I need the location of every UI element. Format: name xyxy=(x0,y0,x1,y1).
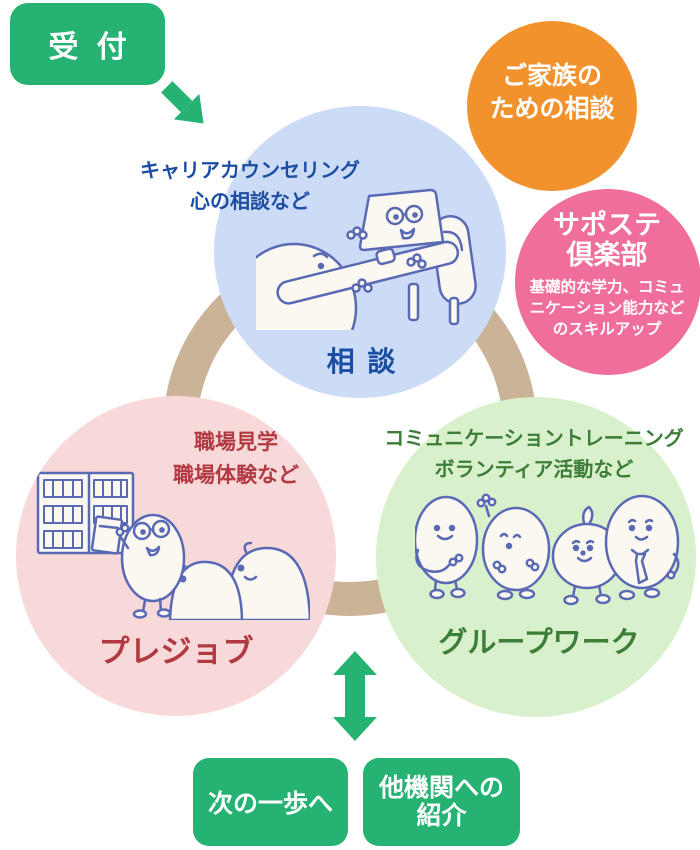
prejob-note-line1: 職場見学 xyxy=(194,431,278,454)
consultation-title: 相 談 xyxy=(326,346,396,377)
saposute-desc-line1: 基礎的な学力、コミュ xyxy=(529,279,685,296)
group-character-4 xyxy=(606,496,678,599)
reception-label: 受 付 xyxy=(48,31,127,64)
saposute-title-line2: 倶楽部 xyxy=(566,240,648,270)
counselor-character xyxy=(348,190,444,250)
family-label-line2: ための相談 xyxy=(489,95,615,123)
consultation-note-line2: 心の相談など xyxy=(190,191,310,213)
saposute-desc-line2: ニケーション能力など xyxy=(529,300,685,317)
saposute-desc-line3: のスキルアップ xyxy=(552,321,662,338)
referral-label-line1: 他機関への xyxy=(378,774,504,802)
family-label-line1: ご家族の xyxy=(501,62,603,90)
prejob-title: プレジョブ xyxy=(98,634,254,669)
group-character-2 xyxy=(478,495,549,599)
prejob-note-line2: 職場体験など xyxy=(173,464,299,487)
saposute-club-description: 基礎的な学力、コミュ ニケーション能力など のスキルアップ xyxy=(529,277,684,340)
group-work-illustration xyxy=(415,492,680,627)
consultation-note: キャリアカウンセリング 心の相談など xyxy=(140,156,360,218)
saposute-club-title: サポステ 倶楽部 xyxy=(553,210,661,270)
consultation-note-line1: キャリアカウンセリング xyxy=(140,160,360,182)
workplace-visit-illustration xyxy=(30,468,310,620)
down-right-arrow-icon xyxy=(161,81,204,124)
groupwork-title: グループワーク xyxy=(438,627,640,659)
saposute-club-circle xyxy=(515,189,700,375)
referral-box: 他機関への 紹介 xyxy=(363,758,520,846)
prejob-note: 職場見学 職場体験など xyxy=(173,426,299,492)
next-step-label: 次の一歩へ xyxy=(207,790,333,818)
group-character-3 xyxy=(553,507,621,604)
next-step-box: 次の一歩へ xyxy=(193,758,348,846)
family-consultation-circle xyxy=(467,21,637,191)
guide-character xyxy=(92,515,184,618)
prejob-circle xyxy=(16,396,336,716)
groupwork-circle xyxy=(376,397,696,717)
family-consultation-label: ご家族の ための相談 xyxy=(489,60,614,126)
reception-box: 受 付 xyxy=(10,3,165,85)
consultation-circle xyxy=(214,106,506,398)
groupwork-note-line2: ボランティア活動など xyxy=(434,459,634,481)
groupwork-note: コミュニケーショントレーニング ボランティア活動など xyxy=(384,424,684,486)
counseling-illustration xyxy=(256,180,481,330)
double-vertical-arrow-icon xyxy=(333,651,377,741)
onlooker-characters xyxy=(170,543,310,620)
groupwork-note-line1: コミュニケーショントレーニング xyxy=(384,428,684,450)
referral-label-line2: 紹介 xyxy=(416,802,467,830)
group-character-1 xyxy=(415,497,477,598)
saposute-title-line1: サポステ xyxy=(553,210,661,240)
